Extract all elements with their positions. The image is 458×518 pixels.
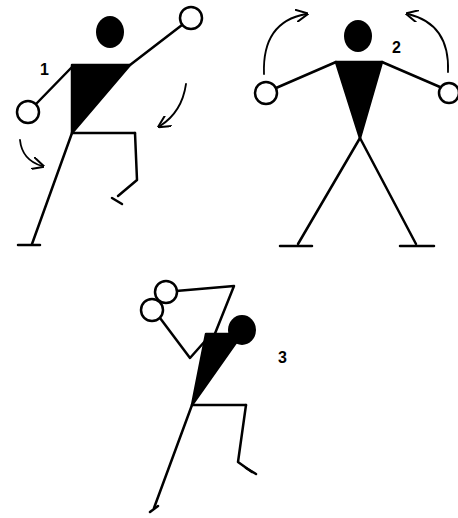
- callout-number: 1: [40, 62, 49, 78]
- figure-one: [17, 7, 202, 245]
- figure-three: [141, 281, 256, 512]
- callout-number: 3: [278, 350, 287, 366]
- callout-number: 2: [392, 40, 401, 56]
- figure-two: [255, 14, 458, 246]
